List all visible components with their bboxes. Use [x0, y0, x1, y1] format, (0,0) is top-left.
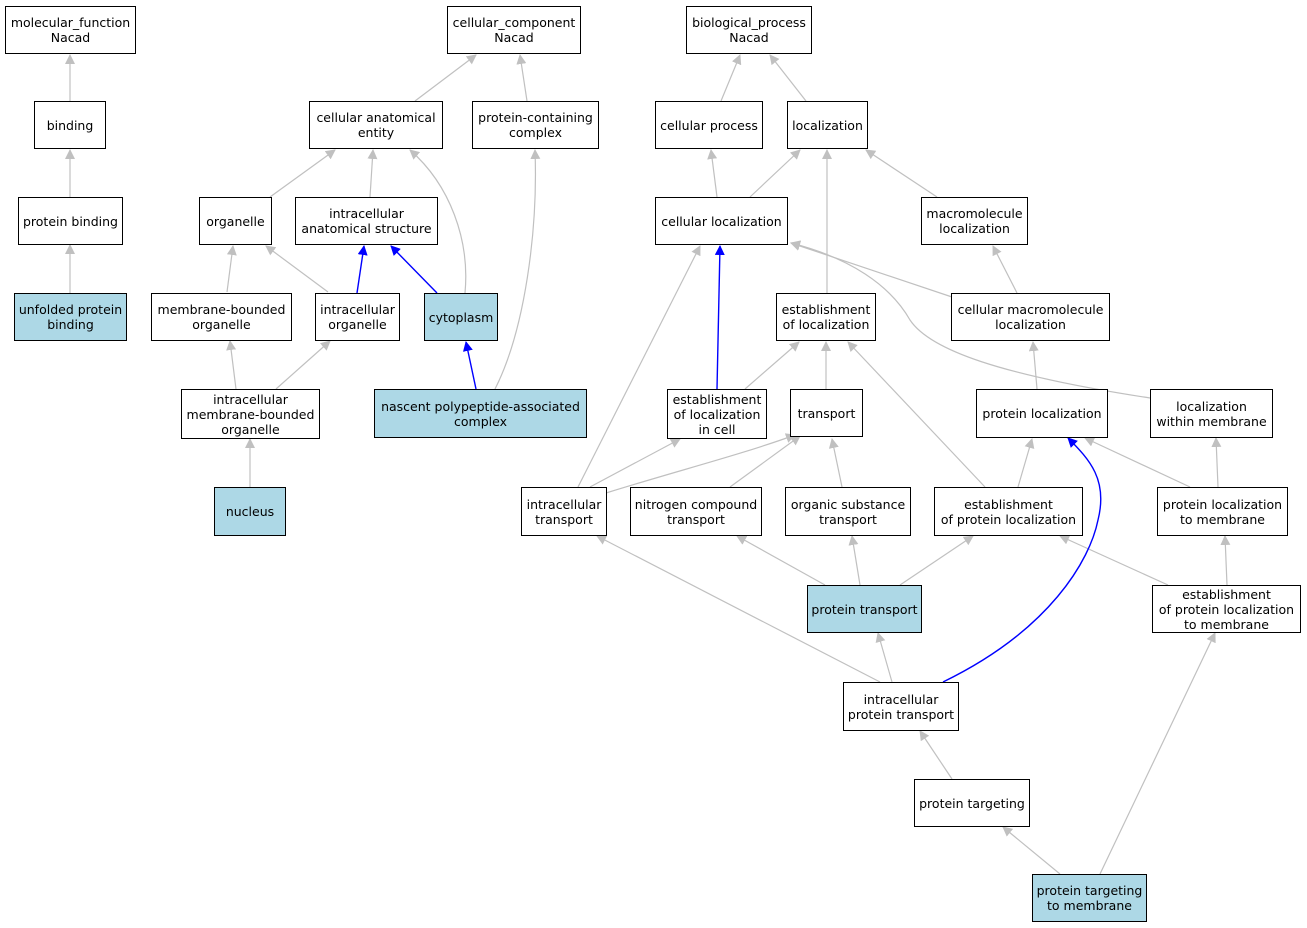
node-organelle[interactable]: organelle [199, 197, 272, 245]
node-establishment-of-protein-localization[interactable]: establishment of protein localization [934, 487, 1083, 536]
node-cellular-macromolecule-localization[interactable]: cellular macromolecule localization [951, 293, 1110, 341]
node-transport[interactable]: transport [790, 389, 863, 437]
edge-cae-to-cc-root [414, 54, 477, 102]
node-establishment-of-localization-in-cell[interactable]: establishment of localization in cell [667, 389, 767, 439]
edge-ias-to-cae [367, 149, 378, 198]
node-intracellular-membrane-bounded-organelle[interactable]: intracellular membrane-bounded organelle [181, 389, 320, 439]
edge-it-to-transport [605, 433, 796, 494]
node-protein-targeting-to-membrane[interactable]: protein targeting to membrane [1032, 874, 1147, 922]
edge-cml-to-cell-loc [790, 241, 953, 298]
node-protein-binding[interactable]: protein binding [18, 197, 123, 245]
node-localization-within-membrane[interactable]: localization within membrane [1150, 389, 1273, 438]
node-cellular-component-root[interactable]: cellular_component Nacad [447, 6, 581, 54]
edge-it-to-cell-loc [577, 245, 701, 488]
edge-eoptm-to-eopl [1059, 535, 1169, 586]
edge-organelle-to-cae [269, 149, 336, 198]
edge-cell-loc-to-localization [749, 149, 801, 198]
edge-eopl-to-eol [847, 341, 986, 488]
edge-pt-to-ost [848, 535, 861, 586]
edge-macro-loc-to-localization [865, 149, 938, 198]
edge-eolic-to-eol [744, 341, 800, 390]
node-cytoplasm[interactable]: cytoplasm [424, 293, 498, 341]
edge-pttm-to-eoptm [1099, 632, 1216, 875]
edge-npac-to-cytoplasm-highlight [462, 341, 477, 390]
edge-io-to-ias-highlight [356, 245, 368, 294]
edge-pt-to-eopl [899, 535, 974, 586]
edge-eopl-to-pl [1017, 438, 1035, 488]
node-localization[interactable]: localization [787, 101, 868, 149]
edge-it-to-eolic [589, 438, 681, 488]
edge-lwm-to-cell-loc [790, 240, 1151, 399]
edge-npac-to-pcc [494, 149, 541, 390]
node-binding[interactable]: binding [34, 101, 106, 149]
edge-pcc-to-cc-root [516, 54, 528, 102]
edge-cytoplasm-to-cae [409, 149, 467, 294]
node-protein-targeting[interactable]: protein targeting [914, 779, 1030, 827]
node-cellular-localization[interactable]: cellular localization [655, 197, 788, 245]
edge-imbo-to-mbo [226, 340, 237, 390]
edge-eoptm-to-pltm [1220, 535, 1231, 586]
node-cellular-process[interactable]: cellular process [655, 101, 763, 149]
edge-ipt-to-pl-highlight [942, 437, 1102, 683]
edge-ipt-to-it [596, 535, 881, 683]
node-molecular-function-root[interactable]: molecular_function Nacad [5, 6, 136, 54]
edge-pltm-to-pl [1084, 437, 1191, 488]
edge-nct-to-transport [729, 435, 801, 488]
node-protein-localization-to-membrane[interactable]: protein localization to membrane [1157, 487, 1288, 536]
node-intracellular-anatomical-structure[interactable]: intracellular anatomical structure [295, 197, 438, 245]
node-intracellular-protein-transport[interactable]: intracellular protein transport [843, 682, 959, 731]
node-nitrogen-compound-transport[interactable]: nitrogen compound transport [630, 487, 762, 536]
edge-ptarg-to-ipt [919, 730, 953, 780]
node-cellular-anatomical-entity[interactable]: cellular anatomical entity [309, 101, 443, 149]
edge-mbo-to-organelle [226, 245, 237, 293]
node-establishment-of-localization[interactable]: establishment of localization [776, 293, 876, 341]
node-biological-process-root[interactable]: biological_process Nacad [686, 6, 812, 54]
node-protein-transport[interactable]: protein transport [807, 585, 922, 633]
node-macromolecule-localization[interactable]: macromolecule localization [921, 197, 1028, 245]
node-intracellular-transport[interactable]: intracellular transport [521, 487, 607, 536]
node-protein-localization[interactable]: protein localization [976, 389, 1108, 438]
edge-ost-to-transport [828, 438, 843, 488]
edge-cml-to-macro-loc [992, 245, 1018, 294]
node-establishment-of-protein-localization-to-membrane[interactable]: establishment of protein localization to… [1152, 585, 1301, 633]
node-nascent-polypeptide-associated-complex[interactable]: nascent polypeptide-associated complex [374, 389, 587, 438]
node-organic-substance-transport[interactable]: organic substance transport [785, 487, 911, 536]
edge-pt-to-nct [736, 535, 826, 586]
edge-cellular-process-to-bp-root [720, 54, 742, 102]
edge-localization-to-bp-root [769, 54, 807, 102]
edge-pttm-to-ptarg [1002, 826, 1061, 875]
node-intracellular-organelle[interactable]: intracellular organelle [315, 293, 400, 341]
node-unfolded-protein-binding[interactable]: unfolded protein binding [14, 293, 127, 341]
edge-io-to-organelle [265, 245, 329, 293]
edge-cell-loc-to-cellular-process [707, 149, 718, 198]
edge-pl-to-cml [1028, 341, 1039, 390]
edge-eolic-to-cell-loc-highlight [714, 245, 725, 390]
edge-ipt-to-pt [875, 632, 893, 683]
edge-imbo-to-io [275, 340, 331, 390]
node-protein-containing-complex[interactable]: protein-containing complex [472, 101, 599, 149]
edge-pltm-to-lwm [1211, 437, 1222, 488]
node-nucleus[interactable]: nucleus [214, 487, 286, 536]
edge-cytoplasm-to-ias-highlight [390, 245, 438, 294]
node-membrane-bounded-organelle[interactable]: membrane-bounded organelle [151, 293, 292, 341]
